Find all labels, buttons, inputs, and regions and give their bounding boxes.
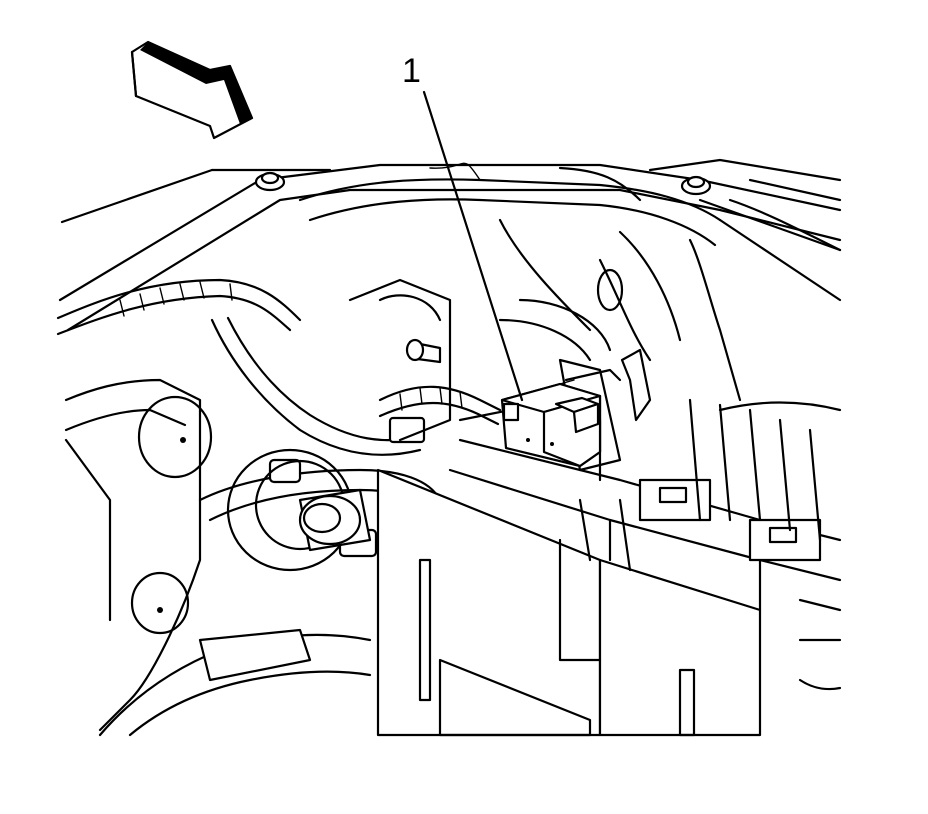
- wheel-arch: [98, 628, 372, 737]
- tie-bar-bolt-left: [254, 171, 286, 192]
- callout-1: 1: [402, 52, 524, 402]
- tie-bar-bolt-right: [680, 175, 712, 196]
- front-direction-arrow-icon: [130, 40, 254, 140]
- fender-top-edge: [60, 168, 332, 224]
- callout-1-label: 1: [402, 52, 421, 90]
- left-strut-tower: [64, 378, 213, 732]
- component-1-relay: [500, 368, 622, 468]
- brake-booster: [226, 448, 372, 572]
- reservoir-bracket: [348, 278, 452, 442]
- right-wheel-house: [718, 401, 842, 691]
- background-panel-lines: [498, 158, 842, 342]
- underhood-fuse-block: [376, 298, 842, 737]
